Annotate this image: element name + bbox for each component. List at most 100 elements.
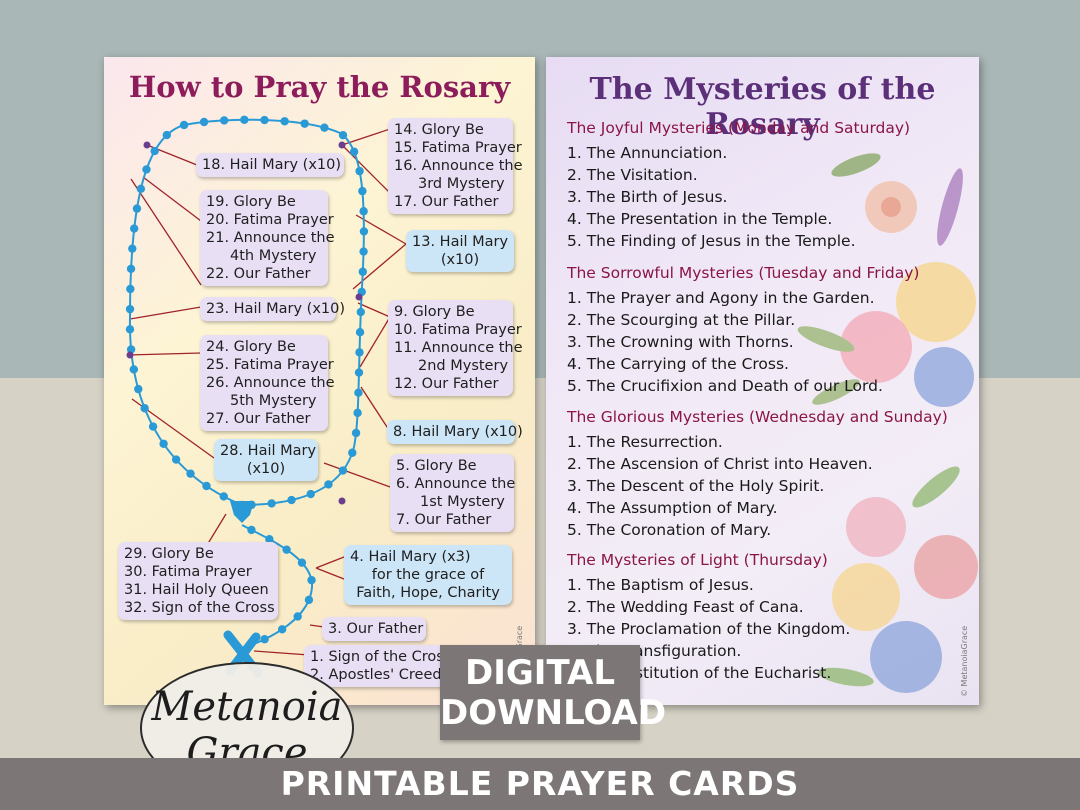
- bead: [162, 130, 172, 140]
- bead: [355, 328, 365, 337]
- mystery-list: 1. The Annunciation.2. The Visitation.3.…: [567, 142, 856, 252]
- bead: [247, 525, 256, 535]
- digital-download-badge: DIGITAL DOWNLOAD: [440, 645, 667, 740]
- bead: [355, 348, 364, 357]
- bead: [359, 207, 368, 216]
- bead: [136, 184, 146, 194]
- mystery-list: 1. The Resurrection.2. The Ascension of …: [567, 431, 873, 541]
- our-father-beads: [126, 141, 363, 505]
- step-line: 15. Fatima Prayer: [394, 140, 522, 156]
- mystery-item: 5. The Coronation of Mary.: [567, 521, 772, 539]
- mysteries-card: The Mysteries of the Rosary The Joyful M…: [546, 57, 979, 705]
- mystery-item: 3. The Crowning with Thorns.: [567, 333, 794, 351]
- step-line: 22. Our Father: [206, 266, 311, 282]
- bead: [265, 534, 274, 544]
- step-line: 26. Announce the: [206, 375, 335, 391]
- bead: [277, 625, 287, 634]
- step-line: 31. Hail Holy Queen: [124, 582, 269, 598]
- mystery-list: 1. The Prayer and Agony in the Garden.2.…: [567, 287, 883, 397]
- bead: [338, 141, 346, 149]
- flower: [832, 563, 900, 631]
- bead: [304, 595, 314, 605]
- step-line: 3rd Mystery: [418, 176, 505, 192]
- medallion: [230, 501, 254, 523]
- section-heading: The Sorrowful Mysteries (Tuesday and Fri…: [567, 264, 920, 282]
- bead: [307, 575, 316, 585]
- bead: [126, 284, 135, 294]
- step-line: 21. Announce the: [206, 230, 335, 246]
- step-line: 32. Sign of the Cross: [124, 600, 275, 616]
- bead: [320, 123, 329, 132]
- mystery-item: 4. The Presentation in the Temple.: [567, 210, 833, 228]
- rosary-guide-card: How to Pray the Rosary: [104, 57, 535, 705]
- footer-banner: PRINTABLE PRAYER CARDS: [0, 758, 1080, 810]
- bead: [126, 351, 134, 359]
- step-line: 12. Our Father: [394, 376, 499, 392]
- section-heading: The Mysteries of Light (Thursday): [567, 551, 828, 569]
- step-9-box: 9. Glory Be 10. Fatima Prayer 11. Announ…: [388, 300, 523, 396]
- step-line: for the grace of: [371, 567, 485, 583]
- bead: [351, 428, 361, 438]
- bead: [353, 408, 362, 418]
- step-line: 11. Announce the: [394, 340, 523, 356]
- step-4-box: 4. Hail Mary (x3) for the grace of Faith…: [344, 545, 512, 605]
- step-line: 16. Announce the: [394, 158, 523, 174]
- card-title: The Mysteries of the Rosary: [589, 72, 936, 142]
- step-line: Faith, Hope, Charity: [356, 585, 500, 601]
- step-18-box: 18. Hail Mary (x10): [196, 153, 344, 177]
- leaf: [818, 667, 874, 687]
- mystery-item: 3. The Birth of Jesus.: [567, 188, 728, 206]
- bead: [359, 247, 368, 256]
- step-line: 6. Announce the: [396, 476, 516, 492]
- step-line: 17. Our Father: [394, 194, 499, 210]
- step-line: 30. Fatima Prayer: [124, 564, 252, 580]
- step-1-box: 1. Sign of the Cross 2. Apostles' Creed: [304, 645, 451, 687]
- step-line: 4th Mystery: [230, 248, 317, 264]
- flower: [840, 311, 912, 383]
- step-line: 5th Mystery: [230, 393, 317, 409]
- logo-line: Metanoia: [151, 684, 343, 730]
- step-line: 24. Glory Be: [206, 339, 296, 355]
- flower-sprigs: [797, 153, 978, 693]
- mystery-item: 3. The Descent of the Holy Spirit.: [567, 477, 825, 495]
- step-14-box: 14. Glory Be 15. Fatima Prayer 16. Annou…: [388, 118, 523, 214]
- step-line: 5. Glory Be: [396, 458, 477, 474]
- bead: [300, 119, 309, 128]
- flower: [914, 535, 978, 599]
- step-line: 9. Glory Be: [394, 304, 475, 320]
- mystery-item: 2. The Visitation.: [567, 166, 698, 184]
- bead: [171, 455, 181, 464]
- bead: [260, 635, 269, 644]
- mystery-item: 2. The Ascension of Christ into Heaven.: [567, 455, 873, 473]
- section-heading: The Glorious Mysteries (Wednesday and Su…: [567, 408, 948, 426]
- bead: [260, 115, 269, 125]
- flower: [896, 262, 976, 342]
- card-title: How to Pray the Rosary: [128, 70, 511, 104]
- step-line: 4. Hail Mary (x3): [350, 549, 471, 565]
- mystery-item: 1. The Baptism of Jesus.: [567, 576, 754, 594]
- step-line: (x10): [246, 461, 286, 477]
- mystery-item: 4. The Carrying of the Cross.: [567, 355, 789, 373]
- badge-line: DOWNLOAD: [440, 693, 667, 733]
- bead: [128, 244, 137, 253]
- step-29-box: 29. Glory Be 30. Fatima Prayer 31. Hail …: [118, 542, 278, 620]
- rosary-beads: [125, 115, 369, 644]
- bead: [199, 117, 209, 127]
- leaf: [831, 153, 881, 177]
- mystery-item: 2. The Scourging at the Pillar.: [567, 311, 796, 329]
- bead: [356, 307, 365, 317]
- bead: [159, 439, 168, 448]
- step-3-box: 3. Our Father: [322, 617, 426, 641]
- bead: [287, 495, 296, 505]
- bead: [297, 558, 307, 567]
- flower: [881, 197, 901, 217]
- step-23-box: 23. Hail Mary (x10): [200, 297, 345, 321]
- bead: [143, 141, 151, 149]
- bead: [179, 120, 189, 130]
- step-line: 8. Hail Mary (x10): [393, 424, 523, 440]
- bead: [358, 186, 367, 196]
- bead: [219, 492, 228, 501]
- step-line: 2. Apostles' Creed: [310, 667, 442, 683]
- bead: [293, 612, 302, 621]
- leaf: [812, 379, 860, 405]
